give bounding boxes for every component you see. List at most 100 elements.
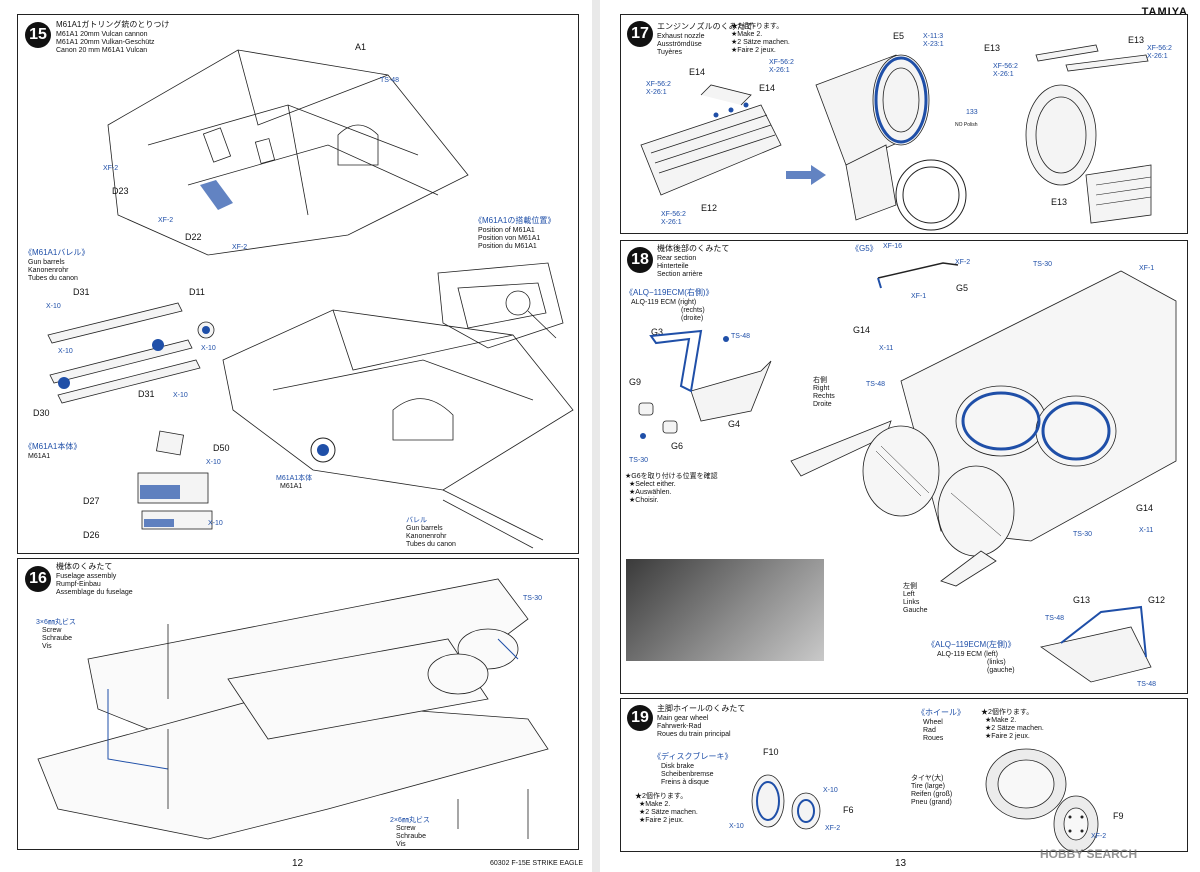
tire-line-3: Pneu (grand) [911,799,952,806]
mix1-b: X-26:1 [646,89,667,96]
cannon-position-inset [437,262,564,349]
part-d31-a: D31 [73,287,90,297]
mix1-a: XF-56:2 [646,81,671,88]
ecm-left-diagram [1040,605,1152,683]
part-g4: G4 [728,419,741,429]
wheel-make-head: ★2個作ります。 [981,709,1034,716]
step15-line-1: M61A1 20mm Vulcan cannon [56,31,148,38]
step17-arrow [786,165,826,185]
num133-a: 133 [966,109,978,116]
part-g13: G13 [1073,595,1091,605]
position-line-1: Position of M61A1 [478,227,535,234]
step17-make-2: ★2 Sätze machen. [731,39,790,46]
screw2-line-1: Screw [396,825,416,832]
wheel-heading: 《ホイール》 [917,708,965,717]
step16-line-3: Assemblage du fuselage [56,589,133,596]
step18-number: 18 [627,247,653,273]
wheel-line-3: Roues [923,735,944,742]
step18-line-3: Section arrière [657,271,703,278]
brake-line-2: Scheibenbremse [661,771,714,778]
nozzle-parts-diagram [640,84,782,196]
ecm-right-diagram [638,329,772,439]
alq-left-line-3: (gauche) [987,667,1015,674]
step17-make-1: ★Make 2. [731,31,763,38]
callout1-heading: M61A1本体 [276,475,313,482]
tire-line-1: Tire (large) [911,783,945,790]
paint-xf2-c: XF-2 [232,244,248,251]
rear-section-diagram [790,270,1177,587]
paint-x10-d: X-10 [173,392,188,399]
paint-ts30-d: TS-30 [1073,531,1093,538]
step18-frame: 18 機体後部のくみたて Rear section Hinterteile Se… [620,240,1188,694]
part-e13-b: E13 [1128,35,1145,45]
make-line-3: ★Faire 2 jeux. [639,817,684,824]
alq-right-line-2: (rechts) [681,307,705,314]
mix5-b: X-26:1 [993,71,1014,78]
part-d26: D26 [83,530,100,540]
right-label-fr: Droite [813,401,832,408]
right-label-en: Right [813,385,830,392]
step17-title: エンジンノズルのくみたて [657,22,753,31]
paint-xf1-b: XF-1 [1139,265,1155,272]
wheel-make-3: ★Faire 2 jeux. [985,733,1030,740]
position-line-3: Position du M61A1 [478,243,537,250]
nozzle-e13-diagram [1025,44,1152,224]
left-page: 15 M61A1ガトリング銃のとりつけ M61A1 20mm Vulcan ca… [0,0,592,872]
wheel-line-1: Wheel [923,719,943,726]
step17-make-3: ★Faire 2 jeux. [731,47,776,54]
barrel-line-2: Kanonenrohr [28,267,69,274]
step15-number: 15 [25,22,51,48]
paint-xf2-a: XF-2 [103,165,119,172]
fuselage-assembly-diagram [37,578,549,840]
mix6-a: XF-56:2 [1147,45,1172,52]
step19-frame: 19 主脚ホイールのくみたて Main gear wheel Fahrwerk-… [620,698,1188,853]
part-g5: G5 [956,283,969,293]
nozzle-e5-diagram [815,54,967,231]
step16-frame: 16 機体のくみたて Fuselage assembly Rumpf-Einba… [17,558,579,850]
paint-ts30-a: TS-30 [523,595,543,602]
part-e14-b: E14 [759,83,776,93]
callout2-line-3: Tubes du canon [406,541,456,548]
step19-number: 19 [627,705,653,731]
step17-line-3: Tuyères [657,49,683,56]
paint-x10-a: X-10 [46,303,61,310]
make-line-1: ★Make 2. [639,801,671,808]
fuselage-top-diagram [107,49,469,256]
screw2-heading: 2×6㎜丸ビス [390,817,430,824]
callout1-line: M61A1 [280,483,303,490]
step16-line-2: Rumpf-Einbau [56,581,101,588]
mix5-a: XF-56:2 [993,63,1018,70]
step15-line-2: M61A1 20mm Vulkan-Geschütz [56,39,155,46]
screw2-line-3: Vis [396,841,406,848]
part-d11: D11 [189,287,205,297]
part-d23: D23 [112,186,129,196]
part-d50: D50 [213,443,230,453]
part-e13-c: E13 [1051,197,1068,207]
alq-left-heading: 《ALQ−119ECM(左側)》 [927,640,1016,649]
paint-ts48-c: TS-48 [1045,615,1065,622]
paint-ts48-a: TS-48 [731,333,751,340]
step16-title: 機体のくみたて [56,562,113,571]
left-label-en: Left [903,591,915,598]
paint-xf1-a: XF-1 [911,293,927,300]
part-e13-a: E13 [984,43,1001,53]
alq-left-line-1: ALQ-119 ECM (left) [937,651,998,658]
model-code: 60302 F-15E STRIKE EAGLE [490,860,583,867]
step15-title: M61A1ガトリング銃のとりつけ [56,20,170,29]
wheel-diagram [985,748,1099,853]
part-g3: G3 [651,327,664,337]
callout2-line-1: Gun barrels [406,525,443,532]
cannon-install-diagram [222,309,574,549]
page-number-left: 12 [292,858,304,869]
callout2-heading: バレル [406,517,427,524]
step17-line-2: Ausströmdüse [657,41,702,48]
page-gutter [592,0,600,872]
barrel-diagram [47,302,215,404]
step18-title: 機体後部のくみたて [657,244,730,253]
paint-xf2-d: XF-2 [825,825,841,832]
screw2-line-2: Schraube [396,833,426,840]
paint-ts30-c: TS-48 [866,381,886,388]
position-line-2: Position von M61A1 [478,235,541,242]
step19-line-3: Roues du train principal [657,731,731,738]
screw-line-3: Vis [42,643,52,650]
